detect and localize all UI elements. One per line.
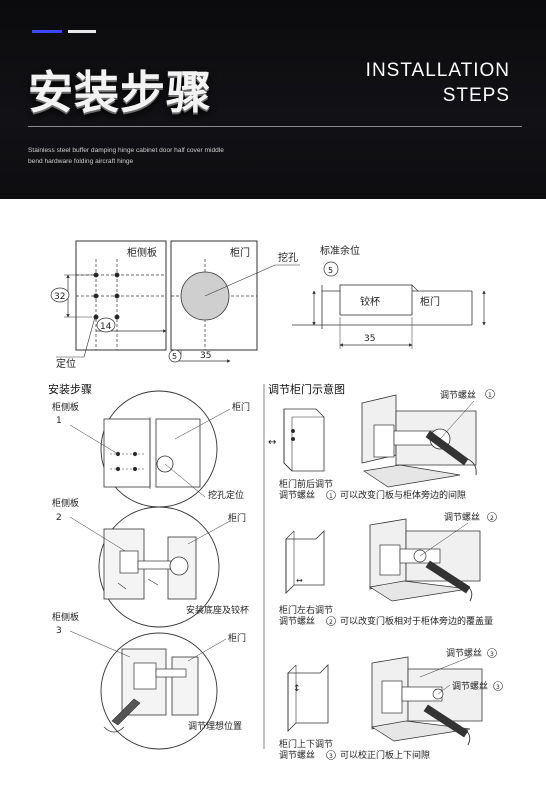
step3-side-label: 柜侧板 (52, 611, 79, 623)
install-steps-section: 安装步骤 柜侧板 1 柜门 挖孔定位 柜侧板 2 柜门 安装底座及铰杯 柜侧板 (48, 382, 250, 750)
title-en-line2: STEPS (442, 85, 510, 106)
margin-5: 5 (328, 266, 333, 275)
accent-bar-white (68, 30, 96, 33)
step3-number: 3 (56, 626, 62, 636)
product-subtitle: Stainless steel buffer damping hinge cab… (28, 145, 278, 167)
dim-14: 14 (100, 322, 112, 332)
step1-note: 挖孔定位 (208, 489, 244, 501)
header-divider (28, 126, 522, 127)
adjust1-cabinet-box: ↔ (268, 408, 325, 472)
install-steps-title: 安装步骤 (48, 382, 92, 396)
step3-door-label: 柜门 (228, 632, 246, 644)
adjustment-section: 调节柜门示意图 ↔ 调节螺丝 1 柜门前后调节 调节螺丝 1 (268, 382, 503, 761)
cup-dim-35: 35 (364, 334, 375, 344)
label-side-panel: 柜侧板 (127, 246, 157, 259)
dim-32: 32 (54, 292, 65, 302)
top-cup-section: 标准余位 5 铰杯 柜门 35 (292, 244, 486, 349)
adjust2-hinge-illustration (369, 518, 481, 602)
adjust2-cabinet-box: ↔ (285, 530, 325, 594)
screw3b-label: 调节螺丝 (452, 680, 488, 692)
installation-diagram: 柜侧板 32 14 定位 柜门 挖孔 5 3 (48, 240, 503, 761)
adjust1-line2b: 可以改变门板与柜体旁边的间隙 (340, 489, 466, 501)
adjust-title: 调节柜门示意图 (268, 382, 345, 396)
page-title-cn: 安装步骤 (28, 66, 213, 119)
screw1-number: 1 (488, 392, 492, 399)
top-door-diagram: 柜门 挖孔 5 35 (168, 240, 300, 363)
subtitle-line2: bend hardware folding aircraft hinge (28, 158, 134, 165)
label-dig-hole: 挖孔 (278, 251, 298, 264)
dim-35: 35 (200, 351, 211, 361)
adjust1-line2num: 1 (329, 493, 333, 500)
adjust2-line2num: 2 (329, 619, 333, 626)
screw3a-number: 3 (490, 651, 494, 658)
screw3b-number: 3 (496, 684, 500, 691)
header-banner: 安装步骤 INSTALLATION STEPS Stainless steel … (0, 0, 546, 199)
top-side-panel-diagram: 柜侧板 32 14 定位 (50, 240, 167, 370)
dim-5: 5 (172, 352, 177, 361)
step2-door-label: 柜门 (228, 512, 246, 524)
label-door-section: 柜门 (420, 295, 440, 308)
adjust3-hinge-illustration (371, 656, 483, 746)
screw3a-label: 调节螺丝 (446, 647, 482, 659)
adjust3-line2num: 3 (329, 753, 333, 760)
label-hinge-cup: 铰杯 (360, 295, 380, 308)
subtitle-line1: Stainless steel buffer damping hinge cab… (28, 147, 224, 154)
step1-door-label: 柜门 (232, 401, 250, 413)
adjust1-line2a: 调节螺丝 (279, 489, 315, 501)
adjust3-arrow-icon: ↕ (293, 684, 301, 694)
adjust1-line1: 柜门前后调节 (279, 478, 333, 490)
label-positioning: 定位 (56, 357, 76, 370)
adjust3-line2a: 调节螺丝 (279, 749, 315, 761)
adjust1-hinge-illustration (361, 394, 477, 488)
adjust2-line2b: 可以改变门板相对于柜体旁边的覆盖量 (340, 615, 493, 627)
adjust3-cabinet-box: ↕ (287, 664, 329, 732)
adjust3-line1: 柜门上下调节 (279, 738, 333, 750)
screw2-number: 2 (490, 515, 494, 522)
page-title-en: INSTALLATION STEPS (366, 58, 510, 108)
screw1-label: 调节螺丝 (440, 389, 476, 401)
adjust2-arrow-icon: ↔ (296, 576, 303, 585)
step3-note: 调节理想位置 (188, 720, 242, 732)
accent-bar-blue (32, 30, 62, 33)
title-en-line1: INSTALLATION (365, 60, 510, 81)
screw2-label: 调节螺丝 (444, 511, 480, 523)
adjust3-line2b: 可以校正门板上下间隙 (340, 749, 430, 761)
step2-number: 2 (56, 513, 62, 523)
step2-note: 安装底座及铰杯 (186, 604, 249, 616)
label-door: 柜门 (230, 246, 250, 259)
step2-side-label: 柜侧板 (52, 497, 79, 509)
label-standard-margin: 标准余位 (320, 244, 360, 257)
adjust2-line1: 柜门左右调节 (279, 604, 333, 616)
step1-number: 1 (56, 416, 62, 426)
adjust1-arrow-icon: ↔ (268, 437, 276, 448)
adjust2-line2a: 调节螺丝 (279, 615, 315, 627)
step1-side-label: 柜侧板 (52, 401, 79, 413)
